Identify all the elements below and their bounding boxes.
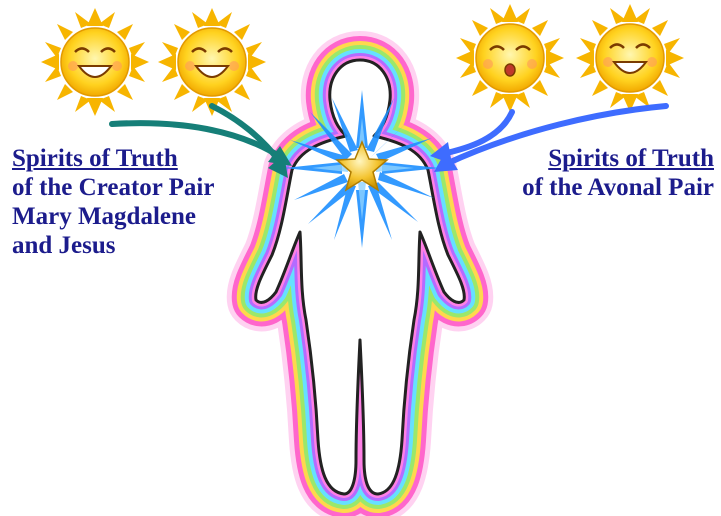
- smiling-sun-icon: [158, 8, 266, 116]
- left-label-line: Mary Magdalene: [12, 202, 214, 231]
- right-label-line: of the Avonal Pair: [446, 173, 714, 202]
- smiling-sun-icon: [576, 4, 684, 112]
- smiling-sun-icon: [456, 4, 564, 112]
- smiling-sun-icon: [41, 8, 149, 116]
- left-label-line: and Jesus: [12, 231, 214, 260]
- left-label-heading: Spirits of Truth: [12, 144, 214, 173]
- right-label-heading: Spirits of Truth: [446, 144, 714, 173]
- right-label: Spirits of Truth of the Avonal Pair: [446, 144, 714, 202]
- left-label-line: of the Creator Pair: [12, 173, 214, 202]
- left-label: Spirits of Truth of the Creator Pair Mar…: [12, 144, 214, 260]
